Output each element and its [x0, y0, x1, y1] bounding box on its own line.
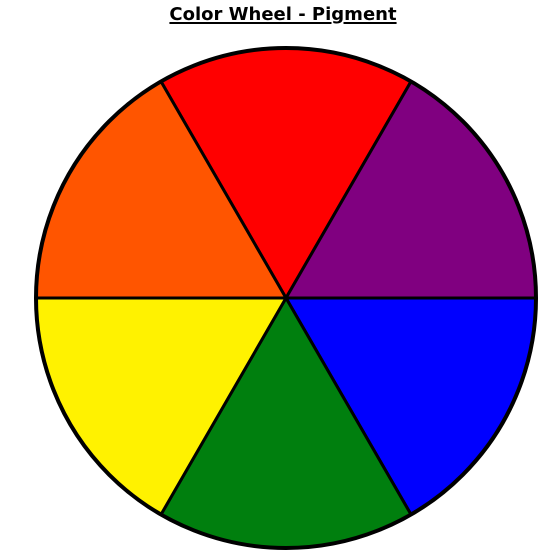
wheel-outline: [34, 46, 538, 550]
wheel-segments: [34, 46, 538, 550]
diagram-title: Color Wheel - Pigment: [169, 4, 397, 25]
